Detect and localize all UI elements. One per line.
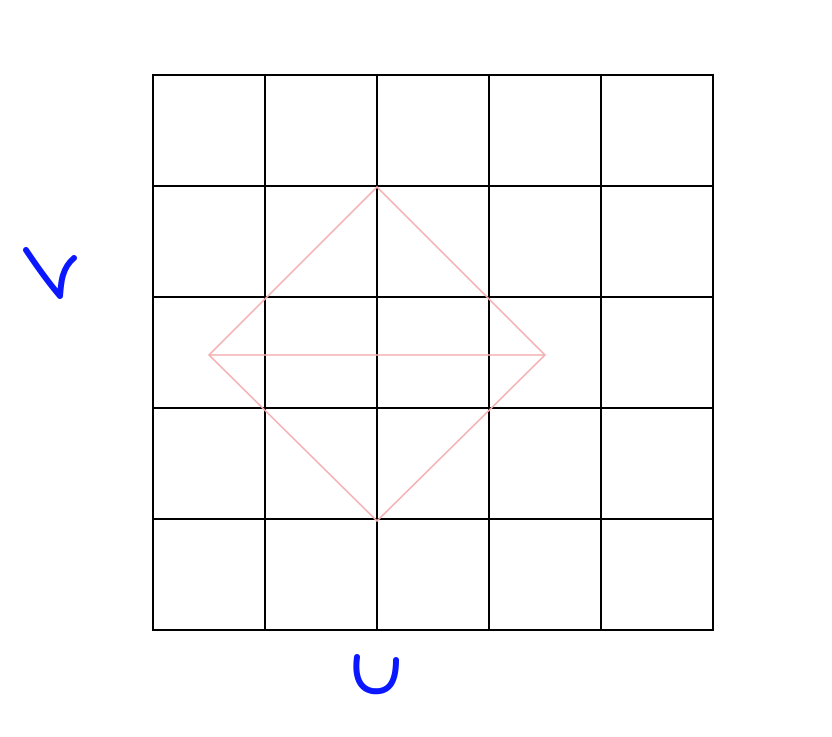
grid-cell-r3-c1 [152, 296, 266, 409]
grid-cell-r2-c3 [376, 185, 490, 298]
axis-label-v [23, 247, 77, 299]
grid-cell-r5-c5 [600, 518, 714, 631]
grid [152, 74, 714, 631]
grid-cell-r3-c2 [264, 296, 378, 409]
grid-cell-r5-c4 [488, 518, 602, 631]
grid-cell-r2-c2 [264, 185, 378, 298]
grid-cell-r2-c1 [152, 185, 266, 298]
axis-label-u [353, 654, 399, 695]
grid-cell-r2-c5 [600, 185, 714, 298]
grid-cell-r3-c4 [488, 296, 602, 409]
grid-cell-r4-c1 [152, 407, 266, 520]
grid-cell-r4-c4 [488, 407, 602, 520]
grid-cell-r2-c4 [488, 185, 602, 298]
grid-cell-r4-c5 [600, 407, 714, 520]
diamond-outline [207, 185, 547, 523]
grid-cell-r5-c2 [264, 518, 378, 631]
grid-cell-r5-c3 [376, 518, 490, 631]
grid-cell-r1-c5 [600, 74, 714, 187]
grid-cell-r1-c2 [264, 74, 378, 187]
grid-cell-r5-c1 [152, 518, 266, 631]
grid-cell-r1-c1 [152, 74, 266, 187]
grid-cell-r1-c4 [488, 74, 602, 187]
grid-cell-r4-c3 [376, 407, 490, 520]
grid-cell-r3-c5 [600, 296, 714, 409]
pink-diamond-overlay [207, 185, 547, 523]
grid-cell-r3-c3 [376, 296, 490, 409]
grid-cell-r1-c3 [376, 74, 490, 187]
grid-cell-r4-c2 [264, 407, 378, 520]
